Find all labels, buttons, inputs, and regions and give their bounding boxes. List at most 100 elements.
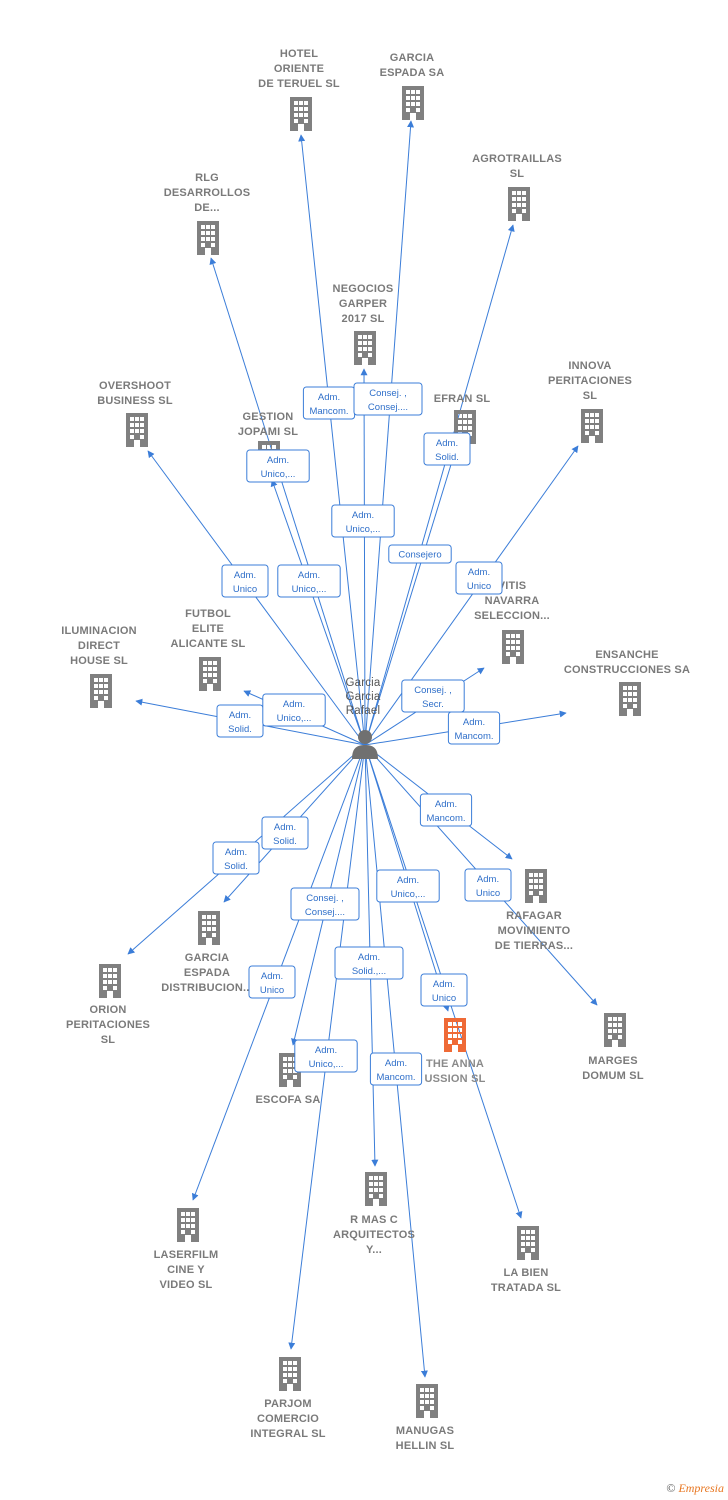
edge-label-parjom[interactable]: Adm.Unico,... (294, 1039, 358, 1073)
edge-label-text: Adm.Unico (260, 971, 284, 996)
edge-label-box (331, 504, 395, 538)
edge-line-gestion (270, 479, 366, 746)
company-node-escofa[interactable]: ESCOFA SA (256, 1053, 321, 1106)
building-icon (508, 187, 530, 221)
edge-label-manugas[interactable]: Adm.Mancom. (369, 1052, 423, 1086)
company-label-line: DIRECT (78, 640, 120, 652)
edge-label-rlg[interactable]: Adm.Unico,... (246, 449, 310, 483)
edge-label-line: Adm. (318, 392, 340, 403)
edge-label-garcia-espada[interactable]: Consej. ,Consej.... (353, 382, 423, 416)
edge-label-escofa[interactable]: Consej. ,Consej.... (290, 887, 360, 921)
edge-label-line: Unico,... (292, 584, 327, 595)
edge-label-text: Adm.Solid. (273, 822, 297, 847)
edge-label-hotel[interactable]: Adm.Mancom. (302, 386, 356, 420)
company-label-line: PERITACIONES (548, 375, 632, 387)
building-icon (365, 1172, 387, 1206)
edge-label-iluminacion[interactable]: Adm.Solid. (216, 704, 264, 738)
edge-label-efran[interactable]: Consejero (388, 544, 452, 564)
edge-label-negocios[interactable]: Adm.Unico,... (331, 504, 395, 538)
edge-label-line: Unico (476, 888, 500, 899)
edge-label-box (447, 711, 501, 745)
edge-label-gestion[interactable]: Adm.Unico,... (277, 564, 341, 598)
edge-label-marges[interactable]: Adm. Unico (464, 868, 512, 902)
edge-label-line: Adm. (229, 710, 251, 721)
company-label-line: THE ANNA (426, 1058, 484, 1070)
edge-label-line: Adm. (358, 952, 380, 963)
edge-line-garcia-espada (364, 120, 415, 746)
company-label-line: SL (583, 390, 598, 402)
edge-label-line: Consej.... (368, 402, 408, 413)
edge-label-rmas[interactable]: Adm.Solid.,... (334, 946, 404, 980)
edge-label-line: Adm. (477, 874, 499, 885)
company-label-line: R MAS C (350, 1214, 398, 1226)
edge-labels-layer: Adm.Mancom.Consej. ,Consej....Adm.Solid.… (212, 382, 512, 1086)
edge-label-line: Adm. (463, 717, 485, 728)
edge-label-text: Adm.Unico (432, 979, 456, 1004)
edge-label-agrotraillas[interactable]: Adm. Solid. (423, 432, 471, 466)
company-label-line: VITIS (498, 580, 527, 592)
edge-label-text: Adm.Mancom. (309, 392, 348, 417)
edge-label-orion[interactable]: Adm.Solid. (212, 841, 260, 875)
brand-logo[interactable]: Empresia (678, 1481, 724, 1495)
edge-label-ensanche[interactable]: Adm.Mancom. (447, 711, 501, 745)
company-label-line: SELECCION... (474, 610, 550, 622)
edge-label-laserfilm[interactable]: Adm.Unico (248, 965, 296, 999)
building-icon (525, 869, 547, 903)
edge-label-line: Mancom. (376, 1072, 415, 1083)
edge-label-vitis[interactable]: Consej. ,Secr. (401, 679, 465, 713)
edge-label-box (212, 841, 260, 875)
company-label-line: ARQUITECTOS (333, 1229, 415, 1241)
company-label-line: ORIENTE (274, 63, 324, 75)
edge-label-garcia-espada-dist[interactable]: Adm.Solid. (261, 816, 309, 850)
edge-label-the-anna[interactable]: Adm.Unico (420, 973, 468, 1007)
edge-label-line: Adm. (436, 438, 458, 449)
edge-label-rafagar[interactable]: Adm.Mancom. (419, 793, 473, 827)
edge-label-line: Solid. (435, 452, 459, 463)
edge-label-line: Adm. (225, 847, 247, 858)
building-icon (402, 86, 424, 120)
edge-label-overshoot[interactable]: Adm.Unico (221, 564, 269, 598)
edge-label-line: Unico,... (346, 524, 381, 535)
edge-label-futbol[interactable]: Adm.Unico,... (262, 693, 326, 727)
company-node-efran[interactable]: EFRAN SL (434, 393, 491, 444)
edge-label-text: Consejero (398, 550, 441, 561)
edge-line-rlg (209, 257, 366, 746)
edge-label-line: Unico,... (261, 469, 296, 480)
company-label-line: TRATADA SL (491, 1282, 561, 1294)
edge-label-line: Unico,... (277, 713, 312, 724)
edge-label-labien[interactable]: Adm.Unico,... (376, 869, 440, 903)
edge-label-box (401, 679, 465, 713)
edge-label-innova[interactable]: Adm.Unico (455, 561, 503, 595)
company-label-line: GARPER (339, 298, 387, 310)
